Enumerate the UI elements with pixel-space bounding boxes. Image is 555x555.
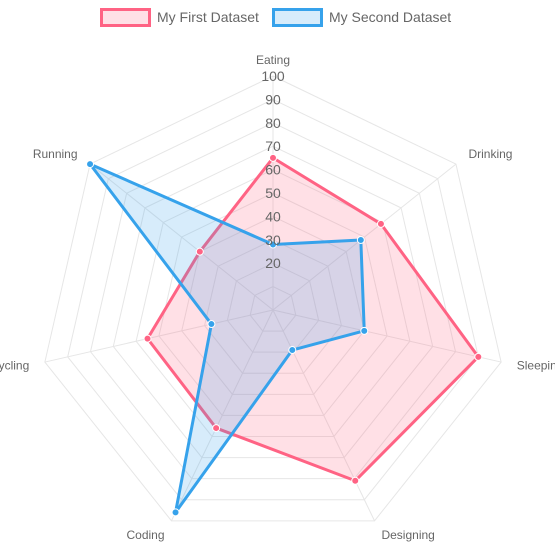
point-first-dataset-designing[interactable] — [351, 476, 360, 485]
point-second-dataset-running[interactable] — [86, 160, 95, 169]
series-area-second-dataset — [88, 162, 366, 514]
chart-legend: My First Dataset My Second Dataset — [100, 8, 452, 27]
point-first-dataset-sleeping[interactable] — [474, 352, 483, 361]
legend-swatch-first-dataset — [100, 8, 151, 27]
legend-label-first-dataset: My First Dataset — [157, 9, 259, 25]
point-first-dataset-cycling[interactable] — [143, 334, 152, 343]
axis-label-eating: Eating — [256, 53, 290, 67]
grid-ring-50 — [158, 192, 388, 416]
spoke-sleeping — [272, 309, 502, 363]
tick-label-100: 100 — [261, 68, 285, 84]
axis-label-coding: Coding — [126, 528, 164, 542]
axis-labels: EatingDrinkingSleepingDesigning Coding Cyc… — [0, 53, 555, 542]
point-second-dataset-designing[interactable] — [288, 346, 297, 355]
series-area-first-dataset — [146, 156, 480, 483]
spoke-designing — [272, 309, 375, 522]
radar-series — [86, 153, 483, 517]
spoke-cycling — [44, 309, 274, 363]
tick-label-80: 80 — [265, 115, 281, 131]
grid-ring-60 — [135, 169, 411, 437]
point-first-dataset-eating[interactable] — [269, 153, 277, 162]
point-second-dataset-eating[interactable] — [269, 240, 277, 249]
point-first-dataset-coding[interactable] — [212, 424, 221, 433]
grid-ring-10 — [249, 286, 297, 332]
grid-ring-30 — [204, 239, 342, 374]
tick-label-40: 40 — [265, 208, 281, 224]
tick-label-20: 20 — [265, 255, 281, 271]
tick-label-50: 50 — [265, 185, 281, 201]
axis-label-cycling: Cycling — [0, 359, 29, 373]
point-second-dataset-drinking[interactable] — [356, 235, 365, 244]
point-first-dataset-running[interactable] — [195, 247, 204, 256]
grid-ring-40 — [181, 215, 365, 395]
tick-label-60: 60 — [265, 162, 281, 178]
tick-label-70: 70 — [265, 138, 281, 154]
legend-label-second-dataset: My Second Dataset — [329, 9, 451, 25]
point-second-dataset-cycling[interactable] — [207, 320, 216, 329]
axis-label-running: Running — [33, 147, 78, 161]
grid-ring-90 — [67, 98, 479, 501]
point-second-dataset-sleeping[interactable] — [360, 326, 369, 335]
radar-grid — [44, 75, 502, 522]
axis-label-drinking: Drinking — [468, 147, 512, 161]
tick-label-90: 90 — [265, 91, 281, 107]
spoke-running — [89, 163, 274, 311]
spoke-coding — [171, 309, 274, 522]
legend-item-second-dataset[interactable]: My Second Dataset — [272, 8, 452, 27]
axis-label-sleeping: Sleeping — [517, 359, 555, 373]
tick-label-30: 30 — [265, 232, 281, 248]
radial-tick-labels: 20 30 40 50 60 70 80 90 100 — [261, 68, 285, 271]
spoke-drinking — [272, 163, 457, 311]
point-first-dataset-drinking[interactable] — [376, 219, 385, 228]
grid-ring-20 — [226, 262, 320, 353]
axis-label-designing: Designing — [381, 528, 434, 542]
point-second-dataset-coding[interactable] — [171, 508, 180, 517]
grid-ring-80 — [89, 122, 457, 480]
legend-item-first-dataset[interactable]: My First Dataset — [100, 8, 260, 27]
grid-ring-100 — [44, 75, 502, 522]
legend-swatch-second-dataset — [272, 8, 323, 27]
